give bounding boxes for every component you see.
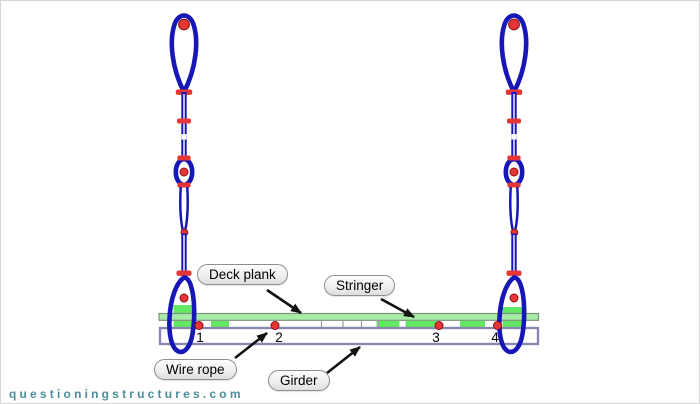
wire-rope-arrow bbox=[234, 331, 268, 360]
connection-dot-4 bbox=[493, 321, 502, 330]
connection-dot-2 bbox=[270, 321, 280, 330]
girder-arrow bbox=[326, 345, 361, 375]
callout-stringer-label: Stringer bbox=[336, 278, 384, 293]
point-number-1: 1 bbox=[196, 330, 204, 345]
callout-wire-rope-label: Wire rope bbox=[166, 362, 225, 377]
point-number-3: 3 bbox=[432, 330, 440, 345]
callout-wire-rope: Wire rope bbox=[154, 359, 237, 380]
stringer-block bbox=[460, 320, 485, 328]
stringer-block bbox=[405, 320, 437, 328]
callout-girder: Girder bbox=[268, 370, 330, 391]
stringer-arrow bbox=[380, 297, 415, 319]
deck-plank-arrow bbox=[266, 288, 302, 315]
connection-dot-3 bbox=[434, 321, 444, 330]
connection-dot-1 bbox=[194, 321, 204, 330]
right-wire-rope bbox=[499, 16, 526, 352]
point-number-4: 4 bbox=[491, 330, 499, 345]
girder-beam bbox=[158, 326, 540, 346]
left-wire-rope bbox=[169, 16, 196, 352]
callout-girder-label: Girder bbox=[280, 373, 318, 388]
callout-deck-plank: Deck plank bbox=[197, 264, 288, 285]
stringer-block bbox=[211, 320, 229, 328]
watermark: questioningstructures.com bbox=[9, 387, 244, 401]
point-number-2: 2 bbox=[275, 330, 283, 345]
callout-stringer: Stringer bbox=[324, 275, 396, 296]
deck-plank-band bbox=[158, 312, 540, 321]
stringer-block bbox=[376, 320, 400, 328]
callout-deck-plank-label: Deck plank bbox=[209, 267, 276, 282]
